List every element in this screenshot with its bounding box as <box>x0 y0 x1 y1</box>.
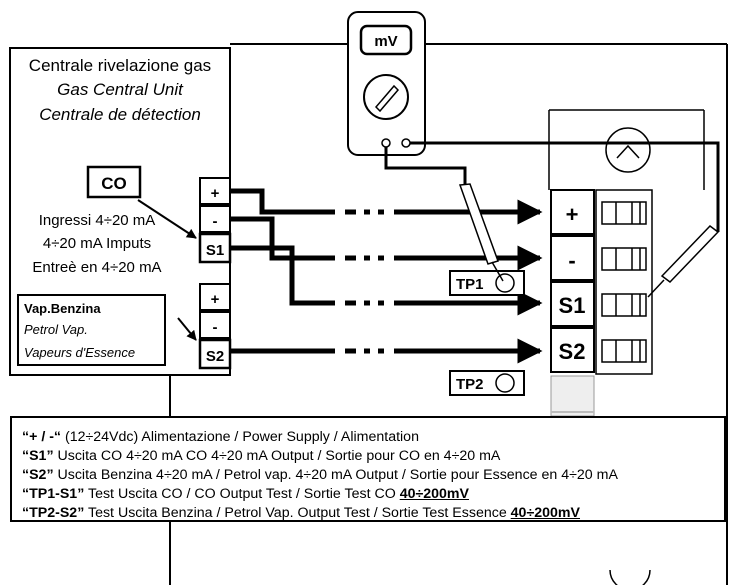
probe-leads <box>384 141 720 232</box>
terminal-right-s1-label: S1 <box>559 293 586 318</box>
co-arrow <box>137 199 197 239</box>
terminal-left-minus-2 <box>199 311 231 339</box>
terminal-left-plus-2 <box>199 283 231 311</box>
legend-key: “TP1-S1” <box>22 486 85 502</box>
probe-s1 <box>647 225 720 298</box>
meter-probe-socket-icon <box>381 138 391 148</box>
terminal-left-s1 <box>198 232 232 264</box>
legend-row-tp1: “TP1-S1” Test Uscita CO / CO Output Test… <box>22 485 724 504</box>
terminal-left-plus-2-label: + <box>211 291 220 308</box>
terminal-right-minus <box>550 235 595 281</box>
terminal-left-plus-label: + <box>211 185 220 202</box>
petrol-sensor-box <box>17 294 166 366</box>
right-terminal-block <box>550 189 653 375</box>
co-sensor-box <box>86 165 142 199</box>
unit-title-en: Gas Central Unit <box>57 80 184 99</box>
legend-value: 40÷200mV <box>510 505 580 521</box>
tp2-socket-icon <box>495 373 515 393</box>
co-sensor-label: CO <box>101 174 127 193</box>
led-indicator-icon <box>605 127 651 173</box>
terminal-right-plus <box>550 189 595 235</box>
legend-text: Uscita CO 4÷20 mA CO 4÷20 mA Output / So… <box>53 448 501 464</box>
legend-value: 40÷200mV <box>399 486 470 502</box>
terminal-left-s2 <box>198 338 232 370</box>
test-point-tp2-label: TP2 <box>456 376 484 393</box>
test-point-tp1-label: TP1 <box>456 276 484 293</box>
terminal-left-s2-label: S2 <box>206 348 224 365</box>
unit-title-it: Centrale rivelazione gas <box>29 56 211 75</box>
petrol-name-fr: Vapeurs d'Essence <box>24 345 135 360</box>
legend-row-s2: “S2” Uscita Benzina 4÷20 mA / Petrol vap… <box>22 466 724 485</box>
meter-probe-socket-icon <box>401 138 411 148</box>
legend-text: Test Uscita CO / CO Output Test / Sortie… <box>84 486 400 502</box>
terminal-right-minus-label: - <box>568 248 575 273</box>
legend-row-s1: “S1” Uscita CO 4÷20 mA CO 4÷20 mA Output… <box>22 447 724 466</box>
legend-row-tp2: “TP2-S2” Test Uscita Benzina / Petrol Va… <box>22 504 724 523</box>
tp1-socket-icon <box>495 273 515 293</box>
legend-text: Uscita Benzina 4÷20 mA / Petrol vap. 4÷2… <box>53 467 618 483</box>
test-point-tp1-box <box>449 270 525 296</box>
petrol-name-it: Vap.Benzina <box>24 301 101 316</box>
left-terminal-block <box>198 177 232 370</box>
meter-label: mV <box>374 33 397 50</box>
legend-box: “+ / -“ (12÷24Vdc) Alimentazione / Power… <box>10 416 726 522</box>
legend-text: (12÷24Vdc) Alimentazione / Power Supply … <box>61 429 419 445</box>
terminal-left-minus-2-label: - <box>213 319 218 336</box>
legend-key: “+ / -“ <box>22 429 62 445</box>
probe-tp1 <box>458 183 504 282</box>
legend-row-power: “+ / -“ (12÷24Vdc) Alimentazione / Power… <box>22 428 724 447</box>
terminal-left-s1-label: S1 <box>206 242 224 259</box>
legend-key: “TP2-S2” <box>22 505 85 521</box>
multimeter <box>347 11 426 156</box>
terminal-left-minus-label: - <box>213 213 218 230</box>
co-inputs-en: 4÷20 mA Imputs <box>43 235 151 252</box>
terminal-right-s1 <box>550 281 595 327</box>
co-inputs-it: Ingressi 4÷20 mA <box>39 212 156 229</box>
co-inputs-fr: Entreè en 4÷20 mA <box>32 259 161 276</box>
legend-key: “S2” <box>22 467 54 483</box>
petrol-arrow <box>177 317 197 341</box>
meter-display <box>359 24 413 56</box>
unit-title-fr: Centrale de détection <box>39 105 201 124</box>
bottom-indicator-icon <box>609 569 651 585</box>
terminal-right-s2-label: S2 <box>559 339 586 364</box>
legend-text: Test Uscita Benzina / Petrol Vap. Output… <box>84 505 511 521</box>
wiring <box>230 188 543 364</box>
detector-housing <box>169 43 728 585</box>
terminal-right-s2 <box>550 327 595 373</box>
petrol-name-en: Petrol Vap. <box>24 322 88 337</box>
terminal-right-plus-label: + <box>566 202 579 227</box>
legend-key: “S1” <box>22 448 54 464</box>
